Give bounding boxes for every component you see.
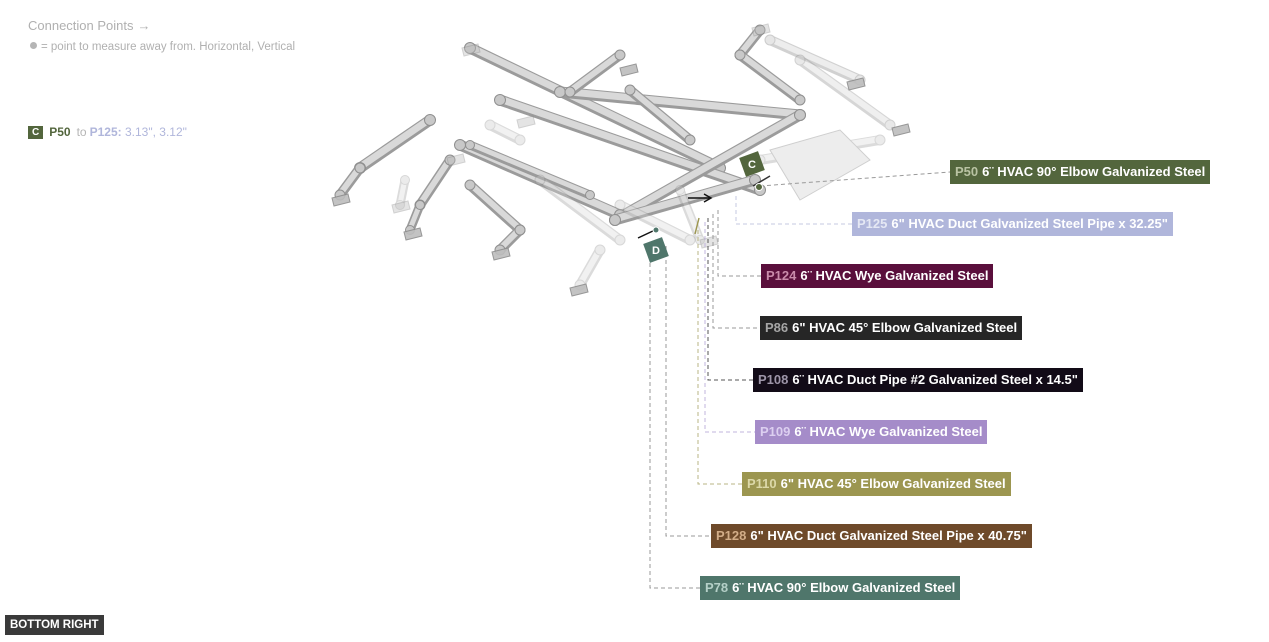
pipe-segment (395, 175, 410, 210)
leader-line-p50 (759, 171, 951, 187)
leader-line-p110 (697, 230, 742, 485)
leader-line-p125 (735, 196, 852, 225)
register-boot (516, 115, 536, 129)
legend-note: = point to measure away from. Horizontal… (30, 41, 295, 53)
leader-line-p109 (704, 222, 755, 433)
connection-values: 3.13", 3.12" (124, 125, 187, 139)
pipe-segment (794, 54, 896, 131)
part-description: 6¨ HVAC Duct Pipe #2 Galvanized Steel x … (792, 372, 1078, 387)
view-position-button[interactable]: BOTTOM RIGHT (5, 615, 104, 635)
connection-to: P125: (89, 125, 122, 139)
pipe-segment (334, 162, 366, 201)
connection-from: P50 (49, 125, 71, 139)
part-description: 6¨ HVAC Wye Galvanized Steel (794, 424, 983, 439)
pipe-segment (354, 114, 436, 174)
connection-points-title: Connection Points→ (28, 18, 151, 33)
marker-c-letter: C (748, 159, 756, 171)
arrow-diagonal (637, 229, 656, 239)
arrow-right-icon: → (137, 18, 151, 33)
part-id: P108 (758, 372, 789, 387)
part-id: P50 (955, 164, 979, 179)
pipe-segment (465, 140, 595, 200)
pipe-network (331, 23, 911, 297)
register-boot (461, 43, 481, 57)
pipe-segment (614, 199, 696, 246)
arrowhead-icon (703, 193, 713, 203)
pipe-segment (734, 49, 806, 106)
part-description: 6" HVAC Duct Galvanized Steel Pipe x 40.… (750, 528, 1027, 543)
connection-to-word: to (76, 125, 87, 139)
part-id: P109 (760, 424, 791, 439)
register-boot (391, 200, 411, 214)
marker-c-tag: C (739, 151, 765, 191)
register-boot (891, 123, 911, 137)
leader-line-p128 (665, 246, 711, 537)
register-boot (751, 23, 771, 37)
part-description: 6" HVAC 45° Elbow Galvanized Steel (792, 320, 1018, 335)
pipe-segment (675, 185, 705, 245)
part-id: P124 (766, 268, 797, 283)
point-dot-icon (30, 42, 37, 49)
register-boot (331, 193, 351, 207)
marker-d-tag: D (643, 226, 669, 263)
part-description: 6" HVAC 45° Elbow Galvanized Steel (780, 476, 1006, 491)
register-boot (569, 283, 589, 297)
connection-measurement: C P50 to P125: 3.13", 3.12" (28, 125, 187, 139)
part-description: 6¨ HVAC Wye Galvanized Steel (800, 268, 989, 283)
point-d-dot (652, 226, 660, 234)
register-boot (491, 247, 511, 261)
point-c-dot (755, 183, 763, 191)
arrow-diagonal-2 (752, 175, 771, 187)
arrow-vertical (694, 217, 700, 235)
leader-line-p124 (717, 210, 761, 277)
part-description: 6¨ HVAC 90° Elbow Galvanized Steel (732, 580, 956, 595)
measure-arrows (637, 175, 771, 239)
part-id: P110 (747, 476, 777, 491)
register-boot (846, 77, 866, 91)
pipe-segment (764, 34, 866, 86)
legend-text: = point to measure away from. Horizontal… (41, 41, 296, 53)
part-id: P125 (857, 216, 888, 231)
pipe-segment (574, 244, 606, 291)
part-description: 6" HVAC Duct Galvanized Steel Pipe x 32.… (891, 216, 1168, 231)
pipe-segment (609, 174, 761, 226)
pipe-segment (484, 119, 526, 146)
register-boot (446, 153, 466, 167)
register-boot (619, 63, 639, 77)
pipe-segment (564, 49, 626, 98)
part-id: P128 (716, 528, 747, 543)
part-description: 6¨ HVAC 90° Elbow Galvanized Steel (982, 164, 1206, 179)
leader-line-p78 (649, 256, 700, 589)
pipe-segment (624, 84, 696, 146)
marker-d-letter: D (652, 245, 660, 257)
leader-lines (649, 171, 951, 589)
part-id: P78 (705, 580, 729, 595)
register-boot (403, 227, 423, 241)
leader-line-p86 (712, 214, 760, 329)
pipe-segment (534, 174, 626, 246)
leader-line-p108 (707, 218, 753, 381)
connection-badge: C (28, 125, 44, 139)
title-text: Connection Points (28, 18, 134, 33)
part-id: P86 (765, 320, 789, 335)
